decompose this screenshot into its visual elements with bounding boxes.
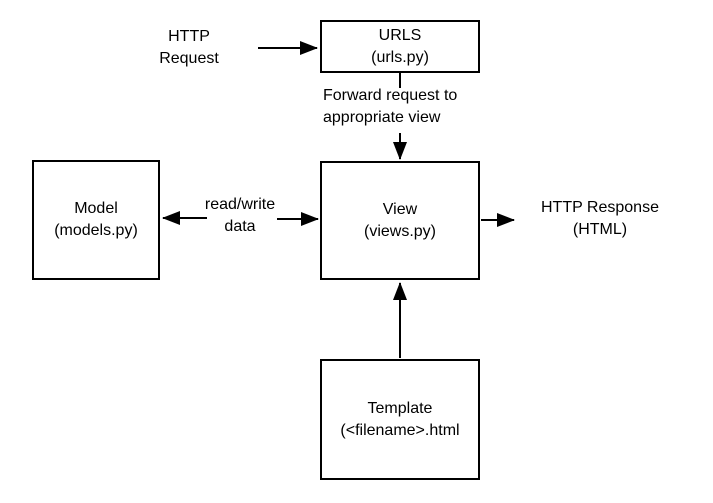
label-http-response-line2: (HTML) <box>572 221 628 238</box>
node-template-subtitle: (<filename>.html <box>340 421 460 439</box>
label-http-request-line1: HTTP <box>168 28 210 45</box>
node-model: Model (models.py) <box>32 160 160 280</box>
label-forward-request-line1: Forward request to <box>323 87 458 104</box>
node-template: Template (<filename>.html <box>320 359 480 480</box>
node-model-title: Model <box>74 200 118 217</box>
node-urls-subtitle: (urls.py) <box>371 48 429 66</box>
label-forward-request-line2: appropriate view <box>323 109 441 126</box>
label-read-write-data: read/write data <box>196 194 284 238</box>
node-model-subtitle: (models.py) <box>54 222 138 239</box>
node-urls-title: URLS <box>378 26 422 44</box>
node-urls: URLS (urls.py) <box>320 20 480 73</box>
label-http-response-line1: HTTP Response <box>541 199 659 216</box>
label-http-response: HTTP Response (HTML) <box>515 197 685 241</box>
node-view: View (views.py) <box>320 161 480 280</box>
node-template-title: Template <box>367 399 433 417</box>
node-view-title: View <box>382 200 418 218</box>
label-http-request: HTTP Request <box>139 26 239 70</box>
label-read-write-data-line1: read/write <box>204 196 276 213</box>
label-forward-request: Forward request to appropriate view <box>323 85 503 129</box>
node-view-subtitle: (views.py) <box>363 222 436 240</box>
label-http-request-line2: Request <box>159 50 219 67</box>
label-read-write-data-line2: data <box>224 218 256 235</box>
